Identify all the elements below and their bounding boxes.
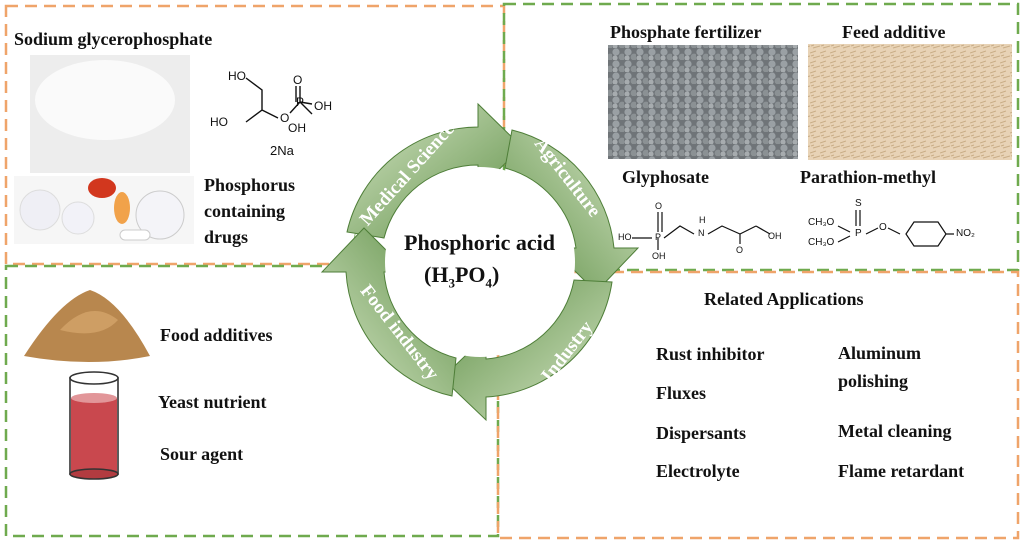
app-electrolyte: Electrolyte xyxy=(656,461,740,481)
para-ch3o-top: CH₃O xyxy=(808,217,835,228)
para-o: O xyxy=(879,222,887,233)
struct-ho-top: HO xyxy=(228,69,246,83)
struct-o-double: O xyxy=(293,73,303,87)
industry-quadrant-border xyxy=(496,270,1020,540)
powder-highlight xyxy=(35,60,175,140)
gly-o-acid: O xyxy=(736,245,744,255)
gly-h: H xyxy=(699,215,706,225)
formula-open: (H xyxy=(424,262,449,287)
para-s: S xyxy=(855,198,862,209)
arrow-medical-science xyxy=(346,102,523,239)
arrow-agriculture xyxy=(504,129,640,293)
para-ch3o-bottom: CH₃O xyxy=(808,237,835,248)
formula-sub-4: 4 xyxy=(485,275,493,291)
app-rust-inhibitor: Rust inhibitor xyxy=(656,344,765,364)
gly-oh: OH xyxy=(652,251,666,261)
struct-p: P xyxy=(296,95,305,109)
para-p: P xyxy=(855,228,862,239)
app-aluminum: Aluminum xyxy=(838,343,922,363)
gly-oh-acid: OH xyxy=(768,231,782,241)
cycle-ring xyxy=(320,102,640,422)
parathion-methyl-label: Parathion-methyl xyxy=(800,167,936,187)
powder-shade xyxy=(60,311,118,334)
glyphosate-structure xyxy=(632,212,771,250)
struct-ho-bottom: HO xyxy=(210,115,228,129)
feed-additive-photo xyxy=(808,44,1012,160)
sodium-glycerophosphate-label: Sodium glycerophosphate xyxy=(14,29,213,49)
app-metal-cleaning: Metal cleaning xyxy=(838,421,952,441)
gly-ho: HO xyxy=(618,232,632,242)
app-flame-retardant: Flame retardant xyxy=(838,461,965,481)
related-applications-title: Related Applications xyxy=(704,289,864,309)
arrow-food-industry xyxy=(320,227,457,397)
struct-2na: 2Na xyxy=(270,143,294,158)
para-no2: NO₂ xyxy=(956,228,975,239)
yeast-nutrient-label: Yeast nutrient xyxy=(158,392,267,412)
phosphate-fertilizer-photo xyxy=(608,45,798,159)
glyphosate-label: Glyphosate xyxy=(622,167,710,187)
sodium-glycerophosphate-structure xyxy=(245,77,313,123)
gly-n: N xyxy=(698,228,705,238)
drugs-label-line1: Phosphorus xyxy=(204,175,296,195)
formula-sub-3: 3 xyxy=(448,275,455,291)
drugs-label-line3: drugs xyxy=(204,227,249,247)
app-fluxes: Fluxes xyxy=(656,383,707,403)
formula-po: PO xyxy=(454,262,486,287)
parathion-methyl-structure xyxy=(837,210,954,247)
gly-o-top: O xyxy=(655,201,663,211)
gly-p: P xyxy=(655,232,662,242)
struct-oh-bottom: OH xyxy=(288,121,306,135)
app-polishing: polishing xyxy=(838,371,909,391)
center-formula: (H3PO4) xyxy=(424,262,500,291)
struct-o-ester: O xyxy=(280,111,290,125)
food-additives-label: Food additives xyxy=(160,325,273,345)
arrow-industry xyxy=(441,279,613,422)
beaker-illustration xyxy=(69,371,119,480)
pills-photo xyxy=(14,176,194,244)
struct-oh-right: OH xyxy=(314,99,332,113)
formula-close: ) xyxy=(492,262,500,287)
drugs-label-line2: containing xyxy=(204,201,286,221)
sour-agent-label: Sour agent xyxy=(160,444,244,464)
phosphate-fertilizer-label: Phosphate fertilizer xyxy=(610,22,762,42)
food-quadrant-border xyxy=(4,264,500,538)
center-title: Phosphoric acid xyxy=(404,230,555,255)
feed-additive-label: Feed additive xyxy=(842,22,946,42)
app-dispersants: Dispersants xyxy=(656,423,747,443)
